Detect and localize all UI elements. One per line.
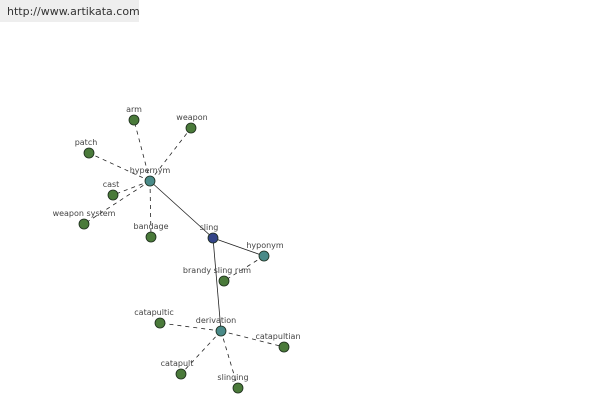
edge-hypernym-arm [133,119,151,182]
graph-nodes: sling hypernym arm weapon patch cast weapon sy… [53,105,301,394]
relation-node-derivation-dot[interactable] [215,325,227,337]
word-node-slinging-label: slinging [217,373,248,382]
word-node-catapultic[interactable]: catapultic [134,308,174,329]
root-node-sling-dot[interactable] [207,232,219,244]
root-node-sling[interactable]: sling [200,223,219,244]
edge-derivation-slinging [220,330,239,389]
relation-node-hypernym-label: hypernym [130,166,171,175]
word-node-catapultian-dot[interactable] [278,341,290,353]
word-node-catapult-label: catapult [161,359,194,368]
edge-hypernym-cast [112,180,151,196]
word-node-cast-dot[interactable] [107,189,119,201]
word-node-patch[interactable]: patch [75,138,98,159]
word-node-cast[interactable]: cast [103,180,120,201]
relation-node-derivation-label: derivation [196,316,236,325]
relation-node-hyponym[interactable]: hyponym [246,241,284,262]
word-node-weapon-dot[interactable] [185,122,197,134]
word-node-patch-label: patch [75,138,98,147]
word-node-brandy-sling-rum-dot[interactable] [218,275,230,287]
edge-hypernym-patch [88,152,151,182]
edge-root-hypernym [149,180,214,239]
edge-root-derivation [212,237,222,332]
word-node-catapultic-label: catapultic [134,308,173,317]
edge-hypernym-weapon-system [83,180,151,225]
word-node-cast-label: cast [103,180,120,189]
edge-derivation-catapultic [159,322,222,332]
edge-derivation-catapult [180,330,222,375]
word-node-weapon-label: weapon [176,113,207,122]
word-node-weapon-system[interactable]: weapon system [53,209,116,230]
relation-node-hypernym[interactable]: hypernym [130,166,171,187]
graph-edges [83,119,285,389]
word-node-weapon[interactable]: weapon [176,113,208,134]
site-url-link[interactable]: http://www.artikata.com [7,5,140,18]
word-node-slinging-dot[interactable] [232,382,244,394]
word-node-arm-label: arm [126,105,142,114]
word-node-catapultic-dot[interactable] [154,317,166,329]
word-node-slinging[interactable]: slinging [217,373,249,394]
edge-hypernym-weapon [149,127,192,182]
word-node-patch-dot[interactable] [83,147,95,159]
word-node-catapult[interactable]: catapult [161,359,194,380]
root-node-sling-label: sling [200,223,219,232]
word-node-arm-dot[interactable] [128,114,140,126]
word-node-bandage-dot[interactable] [145,231,157,243]
word-node-brandy-sling-rum-label: brandy sling rum [183,266,251,275]
word-node-catapultian[interactable]: catapultian [255,332,301,353]
word-node-bandage-label: bandage [133,222,168,231]
word-node-arm[interactable]: arm [126,105,142,126]
word-node-catapult-dot[interactable] [175,368,187,380]
relation-node-hyponym-dot[interactable] [258,250,270,262]
url-bar: http://www.artikata.com [0,0,140,22]
relation-node-derivation[interactable]: derivation [196,316,236,337]
edge-hypernym-bandage [149,180,152,238]
edge-root-hyponym [212,237,265,257]
word-node-bandage[interactable]: bandage [133,222,169,243]
relation-node-hyponym-label: hyponym [246,241,284,250]
word-node-catapultian-label: catapultian [255,332,300,341]
edge-derivation-catapultian [220,330,285,348]
word-node-weapon-system-dot[interactable] [78,218,90,230]
word-node-brandy-sling-rum[interactable]: brandy sling rum [183,266,251,287]
word-node-weapon-system-label: weapon system [53,209,116,218]
relation-node-hypernym-dot[interactable] [144,175,156,187]
